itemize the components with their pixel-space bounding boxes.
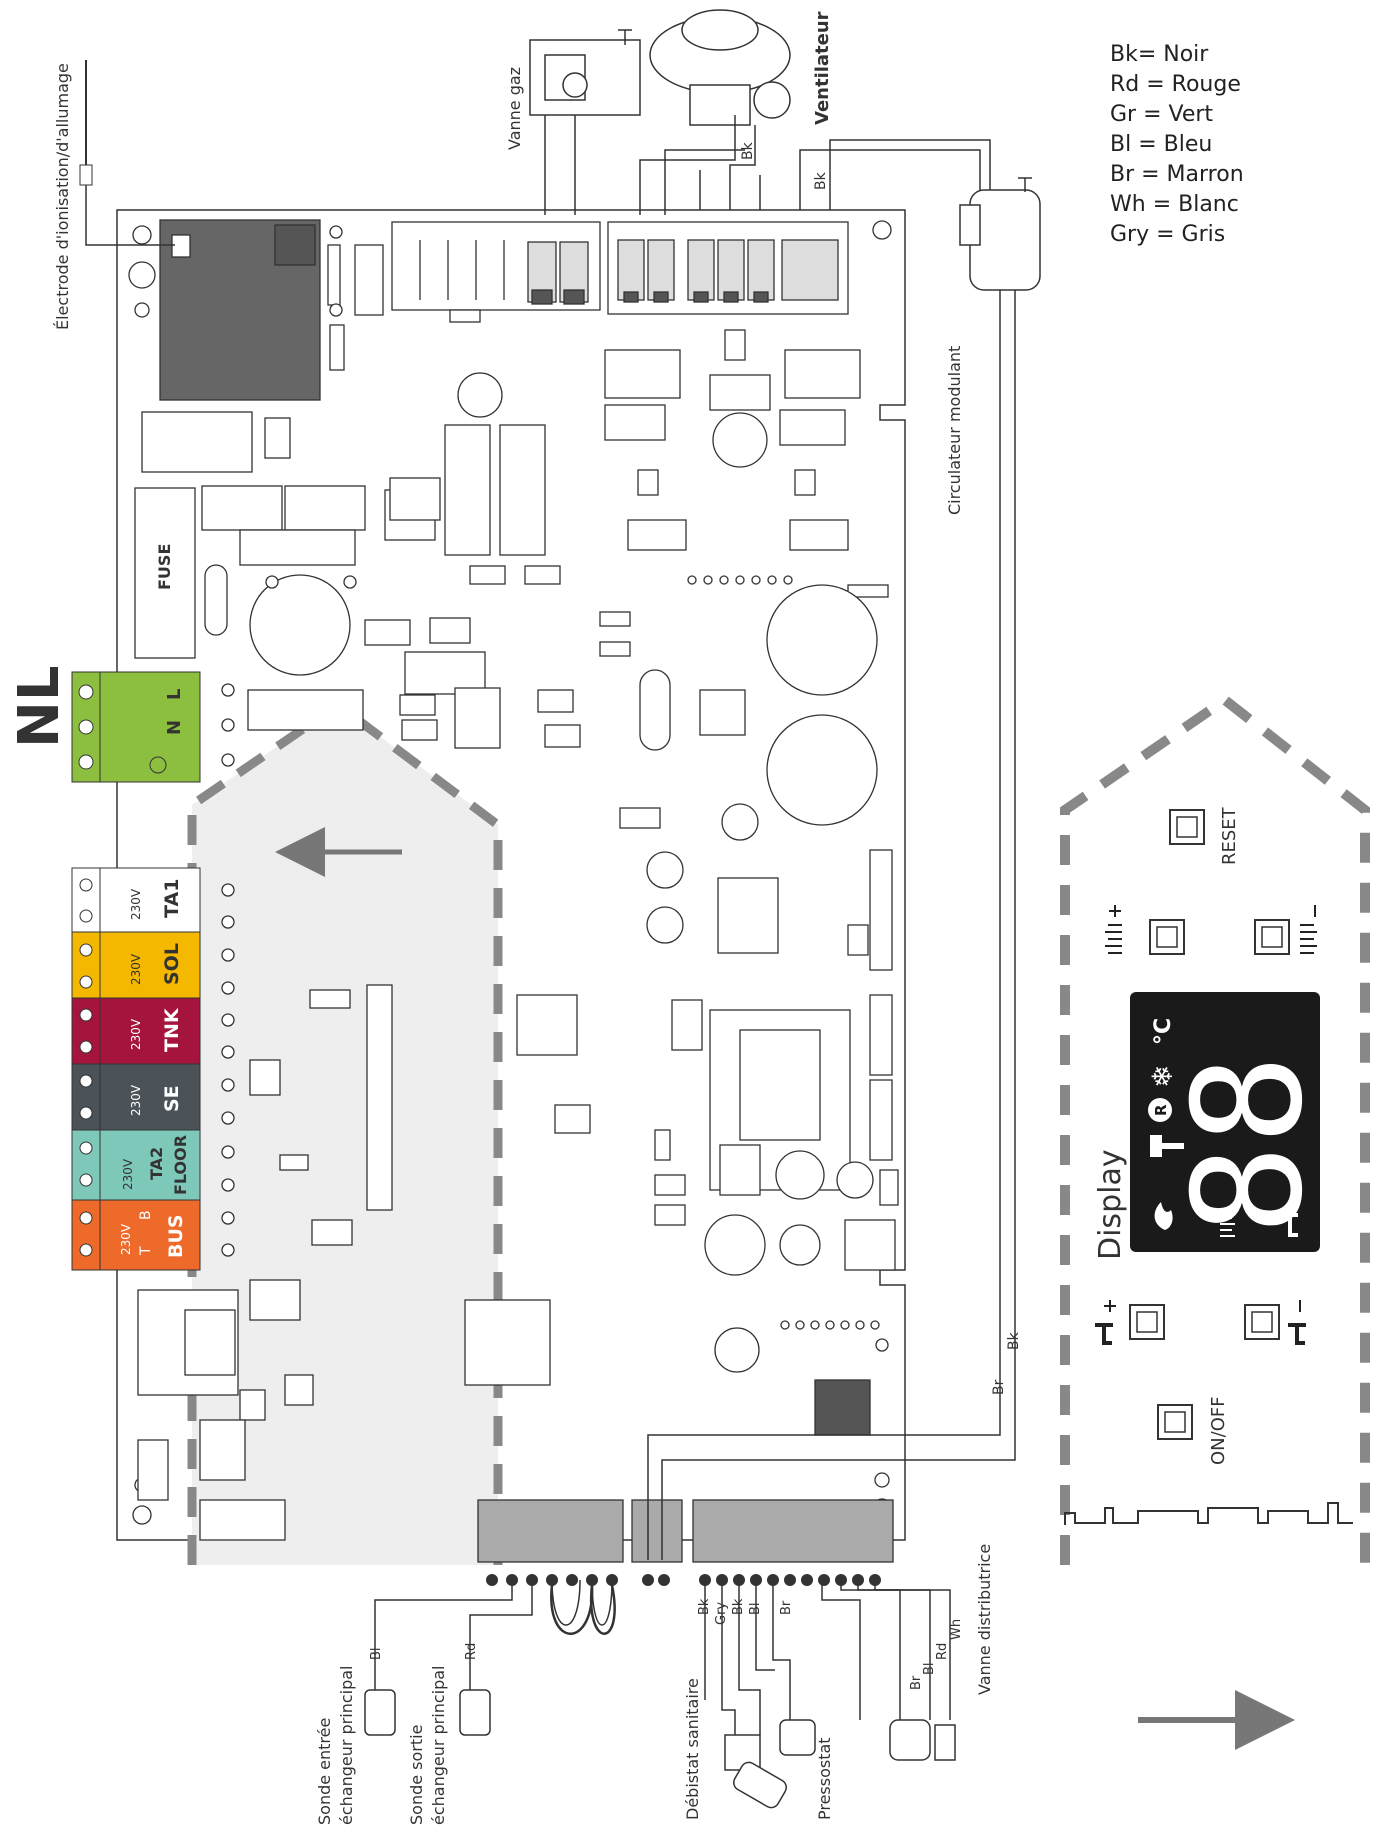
radiator-plus-icon — [1105, 905, 1122, 954]
radiator-minus-icon — [1300, 905, 1317, 954]
tnk-voltage: 230V — [129, 1018, 143, 1050]
low-voltage-area — [192, 705, 498, 1565]
ta2-label: TA2 — [147, 1147, 166, 1180]
tnk-label: TNK — [161, 1007, 183, 1052]
gas-valve-label: Vanne gaz — [505, 67, 524, 150]
low-voltage-terminals: 230V TA1 230V SOL 230V TNK 230V SE — [71, 683, 235, 1271]
legend-item: Gry = Gris — [1110, 222, 1226, 247]
legend-item: Bl = Bleu — [1110, 132, 1213, 157]
diverter-valve-label: Vanne distributrice — [975, 1544, 994, 1695]
gas-valve — [529, 29, 641, 215]
bus-voltage: 230V — [119, 1223, 133, 1255]
heating-minus-button[interactable] — [1254, 919, 1290, 955]
terminal-se: 230V SE — [71, 1063, 201, 1131]
onoff-label: ON/OFF — [1208, 1396, 1229, 1465]
pump — [799, 139, 1041, 291]
wrench-icon — [1150, 1135, 1184, 1157]
bus-b-label: B — [138, 1210, 154, 1220]
sensor-in-wire-bl-label: Bl — [369, 1647, 384, 1660]
valve-wire-wh-label: Wh — [949, 1619, 964, 1640]
terminal-sol: 230V SOL — [71, 931, 201, 999]
sonde-sortie-label-2: échangeur principal — [429, 1666, 448, 1825]
reset-button[interactable] — [1169, 809, 1205, 845]
flow-meter-label: Débistat sanitaire — [683, 1678, 702, 1820]
bottom-wires — [374, 1579, 951, 1735]
display-label: Display — [1093, 1149, 1128, 1260]
terminal-n-label: N — [164, 720, 185, 735]
control-panel-dashed-border — [1060, 693, 1370, 1565]
tap-indicator-icon — [1282, 1213, 1298, 1237]
bottom-sensor-symbols — [364, 1689, 956, 1809]
nl-terminal-block: L N — [71, 671, 201, 783]
radiator-indicator-icon — [1220, 1217, 1235, 1237]
fuse-label: FUSE — [155, 544, 174, 590]
sol-voltage: 230V — [129, 953, 143, 985]
r-badge-label: R — [1152, 1104, 1170, 1116]
panel-bottom-edge — [1064, 1502, 1353, 1525]
bus-t-label: T — [138, 1246, 154, 1256]
ta2-voltage: 230V — [121, 1158, 135, 1190]
degc-label: °C — [1151, 1018, 1176, 1045]
pressure-wire-br-label: Br — [779, 1600, 794, 1615]
dhw-plus-button[interactable] — [1129, 1304, 1165, 1340]
fan — [639, 9, 791, 215]
pressure-wire-bl-label: Bl — [748, 1602, 763, 1615]
terminal-bus: 230V B T BUS — [71, 1199, 201, 1271]
r-badge-icon — [1148, 1098, 1172, 1122]
sensor-out-wire-rd-label: Rd — [464, 1643, 479, 1660]
ta1-label: TA1 — [161, 879, 183, 918]
terminal-ta1: 230V TA1 — [71, 867, 201, 933]
legend-item: Gr = Vert — [1110, 102, 1214, 127]
flow-wire-bk-label: Bk — [697, 1598, 712, 1615]
legend-item: Br = Marron — [1110, 162, 1244, 187]
terminal-tnk: 230V TNK — [71, 997, 201, 1065]
sol-label: SOL — [161, 943, 183, 985]
display-digits: 88 — [1162, 1054, 1336, 1235]
flow-wire-gry-label: Gry — [714, 1602, 729, 1625]
legend-item: Rd = Rouge — [1110, 72, 1241, 97]
sonde-entree-label-2: échangeur principal — [337, 1666, 356, 1825]
pump-return-wires — [647, 290, 1016, 1560]
valve-wire-rd-label: Rd — [935, 1643, 950, 1660]
valve-wire-bl-label: Bl — [922, 1662, 937, 1675]
lcd-display: °C ❄ R 88 — [1130, 992, 1336, 1252]
tap-plus-icon — [1095, 1300, 1116, 1345]
electrode — [79, 60, 175, 246]
pump-label: Circulateur modulant — [945, 346, 964, 515]
heating-plus-button[interactable] — [1149, 919, 1185, 955]
dhw-minus-button[interactable] — [1244, 1304, 1280, 1340]
se-label: SE — [161, 1085, 183, 1112]
ta1-voltage: 230V — [129, 888, 143, 920]
fan-label: Ventilateur — [812, 11, 833, 125]
board-components — [128, 219, 899, 1563]
color-legend: Bk= Noir Rd = Rouge Gr = Vert Bl = Bleu … — [1110, 40, 1244, 250]
terminal-l-label: L — [164, 689, 185, 700]
sonde-sortie-label-1: Sonde sortie — [407, 1725, 426, 1825]
legend-item: Wh = Blanc — [1110, 192, 1239, 217]
sonde-entree-label-1: Sonde entrée — [315, 1718, 334, 1825]
nl-label: NL — [7, 665, 72, 748]
triangle-indicator-2 — [1290, 1195, 1300, 1203]
se-voltage: 230V — [129, 1084, 143, 1116]
flow-wire-bk2-label: Bk — [731, 1598, 746, 1615]
triangle-indicator-1 — [1238, 1195, 1248, 1203]
tap-minus-icon — [1288, 1300, 1306, 1345]
electrode-label: Électrode d'ionisation/d'allumage — [53, 63, 72, 330]
pump-wire-bk-lower-label: Bk — [1006, 1331, 1022, 1350]
pressure-switch-label: Pressostat — [815, 1737, 834, 1820]
floor-label: FLOOR — [171, 1135, 190, 1195]
onoff-button[interactable] — [1157, 1404, 1193, 1440]
snowflake-icon: ❄ — [1146, 1065, 1179, 1088]
terminal-ta2-floor: 230V TA2 FLOOR — [71, 1129, 201, 1201]
pump-wire-br-label: Br — [991, 1379, 1007, 1395]
bus-label: BUS — [165, 1214, 187, 1258]
fan-wire-bk-label: Bk — [740, 141, 756, 160]
flame-icon — [1154, 1202, 1173, 1230]
pump-wire-bk-label: Bk — [813, 171, 829, 190]
legend-item: Bk= Noir — [1110, 42, 1209, 67]
reset-label: RESET — [1219, 806, 1240, 865]
valve-wire-br-label: Br — [909, 1675, 924, 1690]
